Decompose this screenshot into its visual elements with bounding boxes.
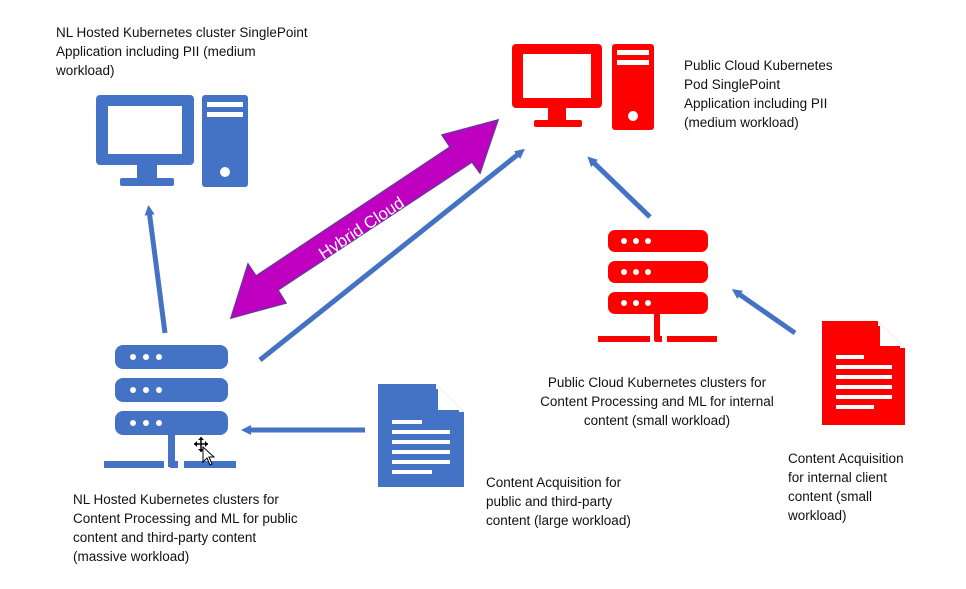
arrow-nl-server-to-nl-computer xyxy=(144,205,168,334)
public-application-label: Public Cloud Kubernetes Pod SinglePoint … xyxy=(684,58,833,130)
public-clusters-label: Public Cloud Kubernetes clusters for Con… xyxy=(540,375,774,428)
nl-computer-icon xyxy=(96,95,248,187)
content-acquisition-internal-label: Content Acquisition for internal client … xyxy=(788,451,904,523)
public-computer-icon xyxy=(512,44,654,130)
internal-document-icon xyxy=(822,321,905,425)
arrow-public-server-to-public-computer xyxy=(587,156,652,219)
content-acquisition-public-label: Content Acquisition for public and third… xyxy=(486,475,631,528)
nl-server-icon xyxy=(104,345,236,468)
public-document-icon xyxy=(378,384,464,487)
arrow-nl-server-to-public-computer xyxy=(258,148,525,362)
nl-application-label: NL Hosted Kubernetes cluster SinglePoint… xyxy=(56,25,308,78)
nl-clusters-label: NL Hosted Kubernetes clusters for Conten… xyxy=(73,492,298,564)
arrow-red-document-to-public-server xyxy=(731,289,797,336)
cursor-icon xyxy=(194,437,216,466)
hybrid-cloud-arrow xyxy=(229,118,500,320)
public-server-icon xyxy=(598,230,717,342)
